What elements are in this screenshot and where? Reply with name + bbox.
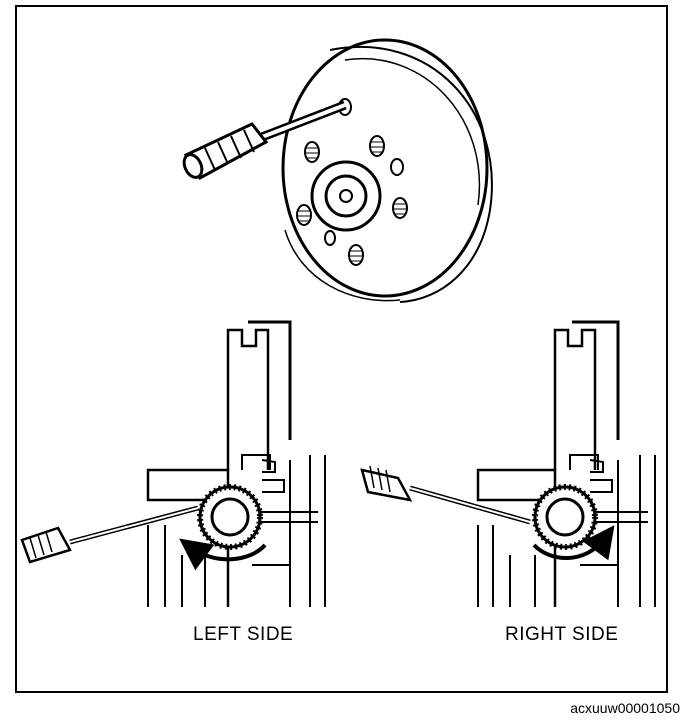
right-side-illustration bbox=[360, 320, 656, 607]
brake-drum-illustration bbox=[281, 38, 493, 303]
wheel-stud-5 bbox=[348, 244, 364, 266]
figure-code-label: acxuuw00001050 bbox=[570, 700, 680, 716]
wheel-stud-1 bbox=[304, 141, 320, 163]
left-side-label: LEFT SIDE bbox=[193, 624, 294, 645]
wheel-stud-3 bbox=[296, 204, 312, 226]
screwdriver-top bbox=[182, 100, 347, 181]
figure-frame bbox=[15, 5, 668, 693]
right-side-label: RIGHT SIDE bbox=[505, 624, 619, 645]
wheel-stud-4 bbox=[392, 197, 408, 219]
left-side-illustration bbox=[20, 320, 326, 607]
wheel-stud-2 bbox=[369, 135, 385, 157]
